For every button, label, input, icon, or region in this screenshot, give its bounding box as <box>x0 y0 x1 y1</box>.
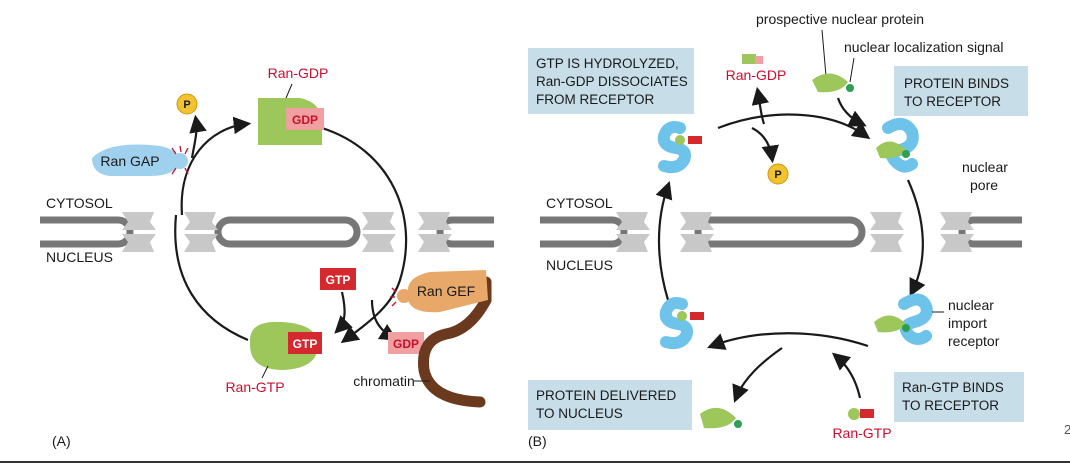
receptor-top-right <box>876 117 919 173</box>
svg-text:GTP: GTP <box>326 273 351 287</box>
import-receptor-label-1: nuclear <box>948 297 994 313</box>
ran-gdp-label-a: Ran-GDP <box>268 65 329 81</box>
prospective-protein-label: prospective nuclear protein <box>756 11 924 27</box>
protein-release-arrow <box>732 347 783 403</box>
panel-a: GDP Ran-GDP P Ran GAP GTP Ran-GTP GTP GD… <box>40 65 494 449</box>
svg-text:GTP IS HYDROLYZED,: GTP IS HYDROLYZED, <box>536 56 679 71</box>
cytosol-label-b: CYTOSOL <box>546 195 613 211</box>
svg-text:Ran-GTP BINDS: Ran-GTP BINDS <box>902 380 1004 395</box>
ran-gtp-label-a: Ran-GTP <box>225 379 284 395</box>
cargo-protein-delivered <box>700 407 736 429</box>
nls-label: nuclear localization signal <box>844 39 1004 55</box>
free-gtp <box>320 268 356 290</box>
phosphate-icon <box>176 93 198 115</box>
nuclear-pore-label-1: nuclear <box>962 159 1008 175</box>
svg-text:Ran-GDP DISSOCIATES: Ran-GDP DISSOCIATES <box>536 74 688 89</box>
cycle-b-left <box>655 181 673 301</box>
chromatin-label: chromatin <box>353 373 414 389</box>
svg-text:PROTEIN DELIVERED: PROTEIN DELIVERED <box>536 388 677 403</box>
svg-text:FROM RECEPTOR: FROM RECEPTOR <box>536 92 655 107</box>
receptor-bottom-right <box>874 293 933 345</box>
receptor-bottom-left <box>659 297 704 350</box>
cytosol-label-a: CYTOSOL <box>46 195 113 211</box>
box-protein-binds: PROTEIN BINDS TO RECEPTOR <box>894 66 1028 116</box>
box-rangtp-binds: Ran-GTP BINDS TO RECEPTOR <box>894 372 1024 422</box>
cycle-b-bottom <box>707 332 869 350</box>
ran-gap-enzyme <box>92 144 179 176</box>
gtp-in-arrow <box>334 291 353 334</box>
ran-gef-label: Ran GEF <box>417 283 475 299</box>
panel-a-label: (A) <box>52 433 71 449</box>
gtp-chip <box>288 332 322 354</box>
svg-text:PROTEIN BINDS: PROTEIN BINDS <box>904 76 1009 91</box>
ran-gap-label: Ran GAP <box>100 153 159 169</box>
page-number: 2 <box>1064 422 1070 437</box>
receptor-top-left <box>657 121 702 174</box>
import-receptor-label-3: receptor <box>948 333 1000 349</box>
import-receptor-label-2: import <box>948 315 987 331</box>
svg-text:GDP: GDP <box>393 337 419 351</box>
panel-b-label: (B) <box>528 433 547 449</box>
ran-gtp-label-b: Ran-GTP <box>832 425 891 441</box>
svg-text:P: P <box>183 99 190 111</box>
ran-gdp-label-b: Ran-GDP <box>726 67 787 83</box>
gdp-chip <box>286 108 324 130</box>
rangtp-bind-arrow <box>831 352 862 399</box>
svg-text:TO NUCLEUS: TO NUCLEUS <box>536 406 623 421</box>
rangdp-release-arrow <box>751 86 770 125</box>
svg-text:TO RECEPTOR: TO RECEPTOR <box>904 94 1001 109</box>
ran-gef-enzyme <box>408 270 488 313</box>
cycle-b-top <box>717 113 871 140</box>
cargo-protein-top <box>812 73 848 93</box>
box-hydrolyzed: GTP IS HYDROLYZED, Ran-GDP DISSOCIATES F… <box>528 48 694 114</box>
phosphate-icon-b <box>767 163 789 185</box>
gap-activity-icon <box>171 145 189 175</box>
gdp-chip-label: GDP <box>292 113 318 127</box>
free-gdp <box>388 332 424 354</box>
panel-b: GTP IS HYDROLYZED, Ran-GDP DISSOCIATES F… <box>528 11 1028 449</box>
cycle-b-right <box>906 179 926 297</box>
cycle-arrow-right <box>321 126 408 344</box>
protein-bind-arrow <box>836 97 867 127</box>
nuclear-envelope-a <box>40 216 494 248</box>
svg-text:P: P <box>774 169 781 181</box>
phosphate-release-arrow <box>751 127 779 164</box>
phosphate-arrow <box>189 114 207 159</box>
nucleus-label-b: NUCLEUS <box>546 257 613 273</box>
svg-text:TO RECEPTOR: TO RECEPTOR <box>902 398 999 413</box>
chromatin-strand <box>417 294 492 408</box>
gef-activity-icon <box>390 287 397 307</box>
nuclear-pore-label-2: pore <box>970 177 998 193</box>
cycle-arrow-left <box>174 214 249 342</box>
cycle-arrow-top <box>180 116 252 216</box>
box-protein-delivered: PROTEIN DELIVERED TO NUCLEUS <box>528 380 692 430</box>
nucleus-label-a: NUCLEUS <box>46 249 113 265</box>
gtp-chip-label: GTP <box>293 337 318 351</box>
